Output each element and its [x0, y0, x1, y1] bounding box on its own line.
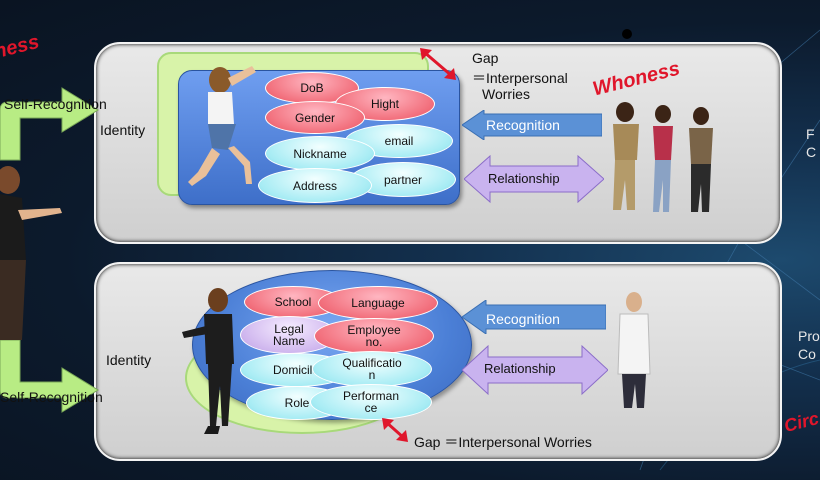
relationship-label-bottom: Relationship — [484, 361, 556, 376]
right-cut-text-top-2: C — [806, 144, 817, 160]
attr-nickname: Nickname — [265, 136, 375, 171]
attr-language: Language — [318, 286, 438, 320]
businesswoman-image — [182, 288, 234, 434]
dot-marker — [622, 29, 632, 39]
attr-employee-no: Employee no. — [314, 318, 434, 354]
recognition-arrow-bottom — [462, 300, 606, 334]
attr-qualification: Qualificatio n — [312, 351, 432, 387]
right-cut-text-top-1: F — [806, 126, 815, 142]
recognition-arrow-top — [462, 110, 602, 140]
right-cut-text-bottom-1: Pro — [798, 328, 820, 344]
gap-arrow-top — [420, 48, 456, 80]
attr-performance: Performan ce — [310, 384, 432, 420]
relationship-label-top: Relationship — [488, 171, 560, 186]
identity-label-top: Identity — [100, 122, 146, 138]
gap-label-bottom: Gap ＝Interpersonal Worries — [414, 434, 592, 450]
group-of-people-image — [613, 102, 713, 212]
relationship-arrow-top — [464, 154, 604, 204]
self-recognition-arrow-top — [0, 87, 99, 161]
attr-address: Address — [258, 168, 372, 203]
gap-arrow-bottom — [382, 418, 408, 442]
right-cut-text-bottom-2: Co — [798, 346, 816, 362]
gap-label-top-3: Worries — [482, 86, 530, 102]
self-recognition-arrow-bottom — [0, 340, 99, 413]
self-recognition-label-top: Self-Recognition — [4, 96, 107, 112]
gap-label-top-1: Gap — [472, 50, 499, 66]
identity-label-bottom: Identity — [106, 352, 152, 368]
woman-presenting-image — [0, 166, 62, 340]
self-recognition-label-bottom: Self-Recognition — [0, 389, 103, 405]
recognition-label-bottom: Recognition — [486, 311, 560, 327]
recognition-label-top: Recognition — [486, 117, 560, 133]
attr-gender: Gender — [265, 101, 365, 134]
doctor-image — [617, 292, 651, 408]
relationship-arrow-bottom — [462, 344, 608, 396]
jumping-girl-image — [188, 66, 256, 186]
gap-label-top-2: ＝Interpersonal — [472, 70, 568, 86]
